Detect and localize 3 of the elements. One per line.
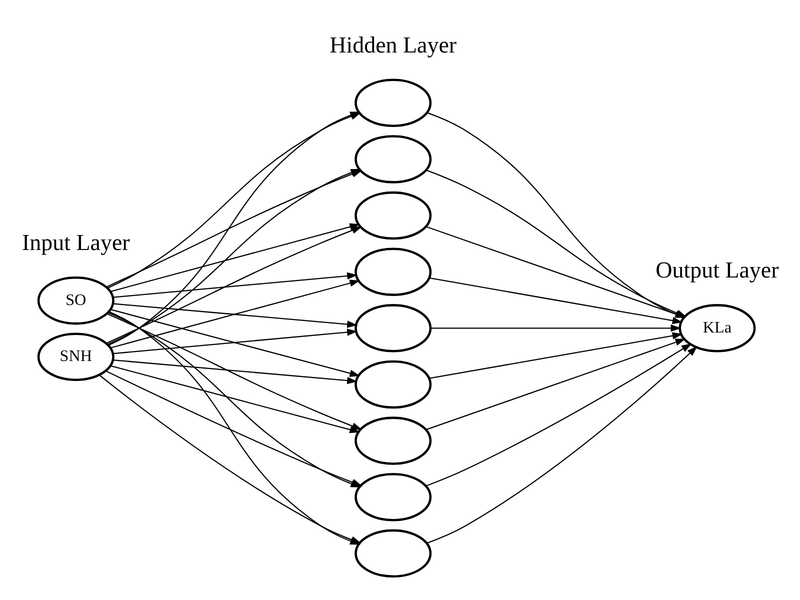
label: Output Layer [656, 258, 779, 283]
label: Input Layer [22, 230, 130, 256]
label: Hidden Layer [330, 32, 457, 58]
